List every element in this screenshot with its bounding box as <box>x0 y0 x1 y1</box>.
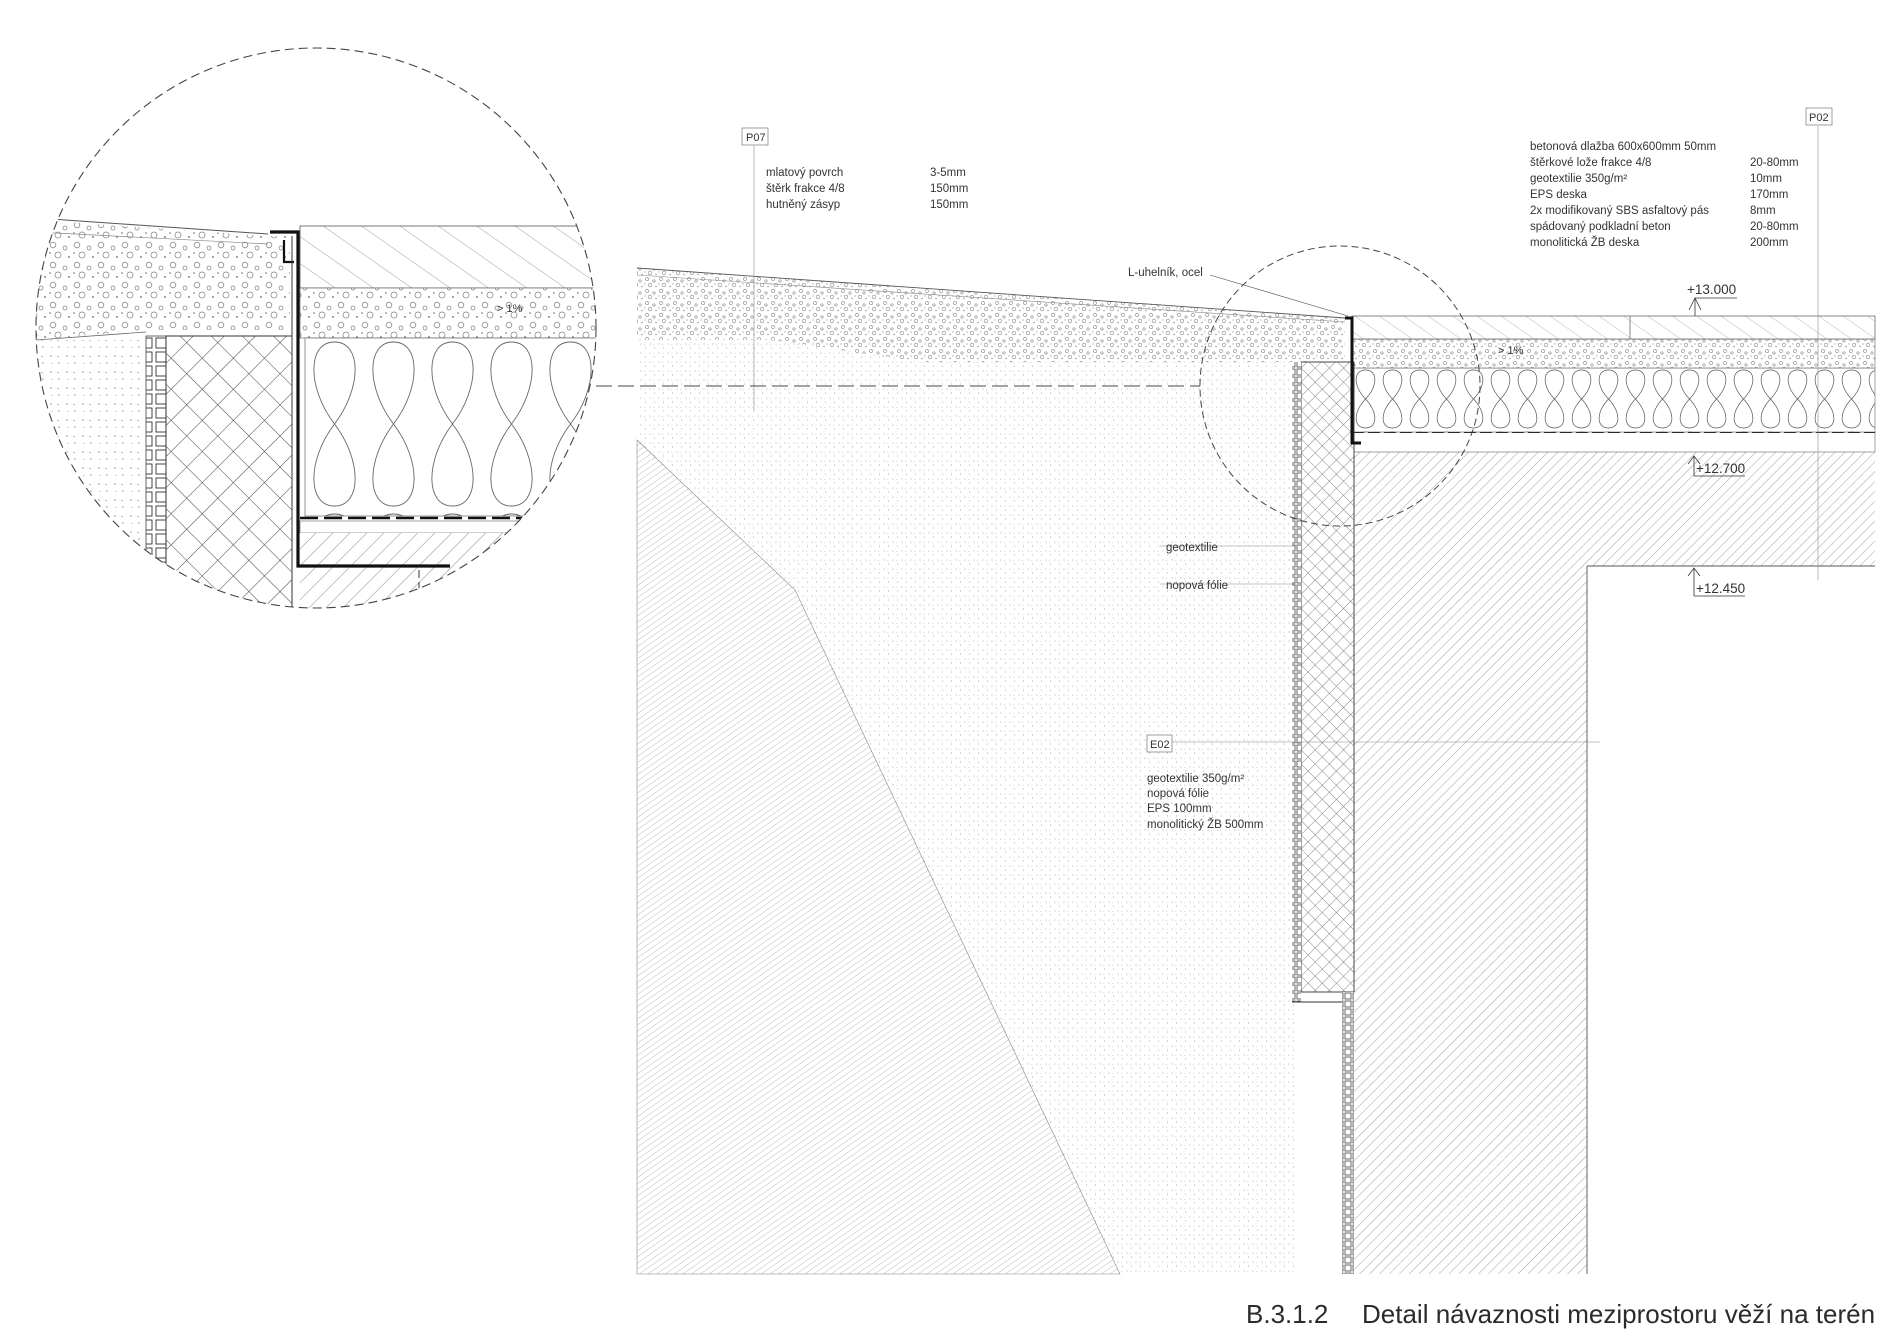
svg-text:E02: E02 <box>1150 739 1170 751</box>
slope-main: > 1% <box>1498 345 1524 357</box>
p07-layer-thickness: 3-5mm <box>930 167 966 179</box>
caption-title: Detail návaznosti meziprostoru věží na t… <box>1362 1299 1875 1329</box>
p02-layer-thickness: 10mm <box>1750 173 1782 185</box>
level-low: +12.450 <box>1687 567 1745 597</box>
slope-detail: > 1% <box>497 303 523 315</box>
screed <box>1351 431 1876 453</box>
p02-layer-name: spádovaný podkladní beton <box>1530 221 1671 233</box>
main-section <box>596 126 1876 1275</box>
caption-number: B.3.1.2 <box>1246 1299 1328 1329</box>
dimple-membrane <box>1292 362 1301 1002</box>
p02-spec: betonová dlažba 600x600mm 50mm štěrkové … <box>1530 141 1799 249</box>
e02-layer: monolitický ŽB 500mm <box>1147 818 1263 831</box>
paving <box>1351 315 1876 340</box>
concrete-wall <box>1354 452 1875 1274</box>
p02-layer-name: štěrkové lože frakce 4/8 <box>1530 157 1651 169</box>
p07-layer-name: štěrk frakce 4/8 <box>766 183 845 195</box>
level-top-label: +13.000 <box>1687 282 1736 297</box>
p07-spec: mlatový povrch 3-5mm štěrk frakce 4/8 15… <box>766 167 968 211</box>
p02-layer-name: EPS deska <box>1530 189 1587 201</box>
callout-dimple-membrane: nopová fólie <box>1166 580 1228 592</box>
wall-insulation <box>1300 361 1355 993</box>
level-low-label: +12.450 <box>1696 581 1745 596</box>
gravel-bed <box>1351 338 1876 369</box>
p02-layer-thickness: 8mm <box>1750 205 1776 217</box>
p02-layer-thickness: 200mm <box>1750 237 1788 249</box>
svg-text:P02: P02 <box>1809 112 1829 124</box>
tag-p02: P02 <box>1805 107 1833 126</box>
level-mid: +12.700 <box>1687 455 1745 477</box>
p02-layer-name: betonová dlažba 600x600mm 50mm <box>1530 141 1716 153</box>
detail-circle: > 1% <box>35 47 597 609</box>
level-top: +13.000 <box>1687 282 1737 316</box>
p02-layer-thickness: 20-80mm <box>1750 221 1799 233</box>
p07-layer-thickness: 150mm <box>930 199 968 211</box>
p07-layer-name: hutněný zásyp <box>766 199 840 211</box>
p02-layer-name: monolitická ŽB deska <box>1530 236 1640 249</box>
svg-text:P07: P07 <box>746 132 766 144</box>
e02-spec: geotextilie 350g/m² nopová fólie EPS 100… <box>1147 773 1263 831</box>
callout-l-angle: L-uhelník, ocel <box>1128 267 1203 279</box>
slab-insulation <box>1351 367 1876 433</box>
p07-layer-thickness: 150mm <box>930 183 968 195</box>
p07-layer-name: mlatový povrch <box>766 167 843 179</box>
tag-e02: E02 <box>1146 734 1173 753</box>
tag-p07: P07 <box>741 127 769 146</box>
p02-layer-thickness: 20-80mm <box>1750 157 1799 169</box>
p02-layer-thickness: 170mm <box>1750 189 1788 201</box>
callout-geotextile: geotextilie <box>1166 542 1218 554</box>
e02-layer: nopová fólie <box>1147 788 1209 800</box>
l-angle-steel <box>1345 316 1361 445</box>
gravel-layer <box>637 268 1345 362</box>
level-mid-label: +12.700 <box>1696 461 1745 476</box>
e02-layer: EPS 100mm <box>1147 803 1212 815</box>
rock-wedge <box>636 439 1121 1275</box>
p02-layer-name: 2x modifikovaný SBS asfaltový pás <box>1530 205 1709 217</box>
p02-layer-name: geotextilie 350g/m² <box>1530 173 1627 185</box>
e02-layer: geotextilie 350g/m² <box>1147 773 1244 785</box>
